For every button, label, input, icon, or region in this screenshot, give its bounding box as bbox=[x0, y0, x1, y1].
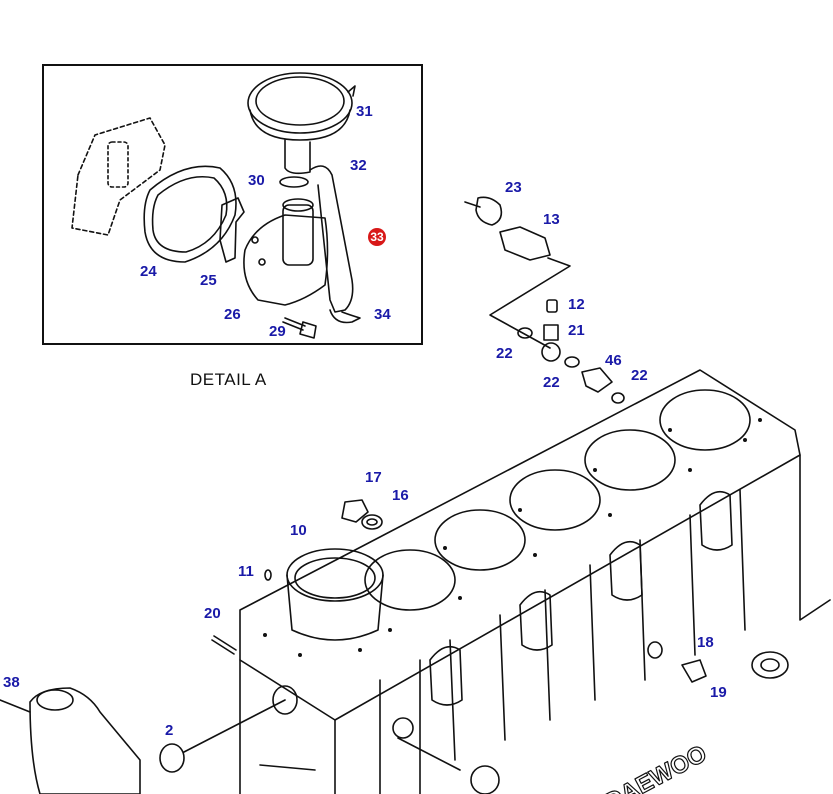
callout-22-c: 22 bbox=[631, 367, 648, 384]
callout-25: 25 bbox=[200, 272, 217, 289]
callout-17: 17 bbox=[365, 469, 382, 486]
callout-33: 33 bbox=[368, 228, 386, 246]
cylinder-block: DAEWOO bbox=[239, 369, 831, 794]
callout-10: 10 bbox=[290, 522, 307, 539]
callout-23: 23 bbox=[505, 179, 522, 196]
callout-26: 26 bbox=[224, 306, 241, 323]
callout-22-b: 22 bbox=[543, 374, 560, 391]
small-parts bbox=[0, 499, 789, 794]
detail-a-frame bbox=[42, 64, 423, 345]
callout-22-a: 22 bbox=[496, 345, 513, 362]
cylinder-bores bbox=[364, 389, 751, 611]
callout-13: 13 bbox=[543, 211, 560, 228]
callout-34: 34 bbox=[374, 306, 391, 323]
callout-16: 16 bbox=[392, 487, 409, 504]
callout-31: 31 bbox=[356, 103, 373, 120]
callout-12: 12 bbox=[568, 296, 585, 313]
callout-19: 19 bbox=[710, 684, 727, 701]
callout-46: 46 bbox=[605, 352, 622, 369]
callout-20: 20 bbox=[204, 605, 221, 622]
callout-29: 29 bbox=[269, 323, 286, 340]
cylinder-liner-10 bbox=[286, 548, 384, 641]
callout-21: 21 bbox=[568, 322, 585, 339]
callout-24: 24 bbox=[140, 263, 157, 280]
callout-11: 11 bbox=[238, 563, 254, 580]
callout-32: 32 bbox=[350, 157, 367, 174]
detail-a-caption: DETAIL A bbox=[190, 370, 267, 389]
callout-18: 18 bbox=[697, 634, 714, 651]
callout-2: 2 bbox=[165, 722, 174, 739]
callout-38: 38 bbox=[3, 674, 20, 691]
sensor-assembly bbox=[464, 196, 625, 404]
callout-30: 30 bbox=[248, 172, 265, 189]
detail-a-drawing bbox=[71, 72, 361, 339]
daewoo-logo: DAEWOO bbox=[601, 740, 711, 794]
